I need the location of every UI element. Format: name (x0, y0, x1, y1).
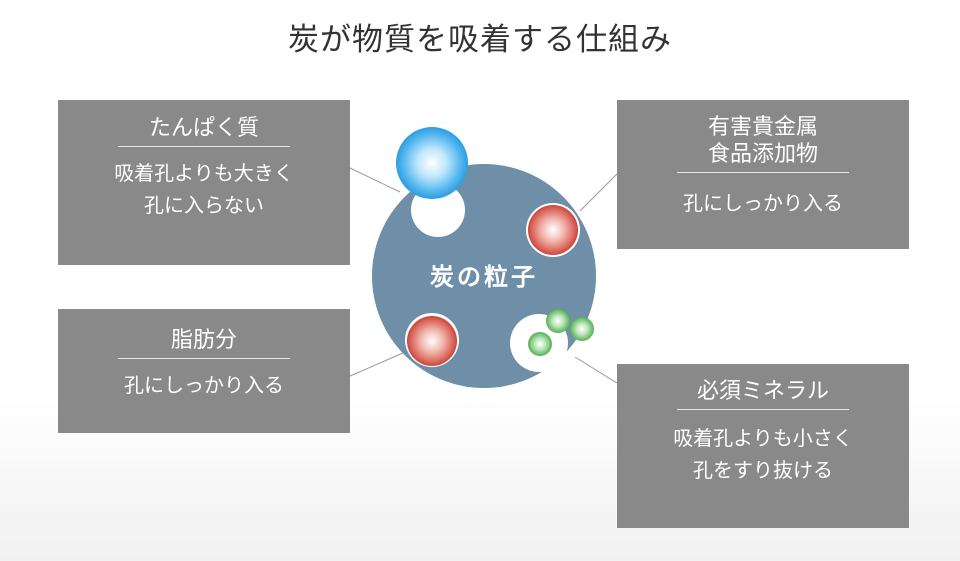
fat-ball (407, 316, 457, 366)
divider (118, 358, 290, 359)
divider (118, 146, 290, 147)
mineral-ball (570, 317, 594, 341)
connector-protein (349, 167, 401, 193)
harmful-ball (528, 205, 578, 255)
protein-ball (396, 127, 468, 199)
description-line: 孔に入らない (144, 193, 264, 217)
carbon-particle-label: 炭の粒子 (430, 263, 538, 291)
connector-harmful (579, 173, 618, 212)
description-line: 吸着孔よりも小さく (673, 426, 853, 450)
fat-box: 脂肪分 孔にしっかり入る (58, 309, 350, 433)
connector-fat (349, 352, 404, 377)
connector-mineral (574, 356, 618, 384)
divider (677, 409, 849, 410)
divider (677, 172, 849, 173)
mineral-ball (528, 332, 552, 356)
description-line: 孔にしっかり入る (124, 373, 284, 397)
description-line: 孔にしっかり入る (683, 191, 843, 215)
fat-description: 孔にしっかり入る (58, 369, 350, 401)
harmful-substances-box: 有害貴金属 食品添加物 孔にしっかり入る (617, 100, 909, 249)
page-title: 炭が物質を吸着する仕組み (288, 22, 672, 58)
heading-line: 有害貴金属 (707, 115, 818, 140)
protein-heading: たんぱく質 (148, 116, 259, 141)
description-line: 吸着孔よりも大きく (114, 161, 294, 185)
description-line: 孔をすり抜ける (693, 458, 833, 482)
fat-heading: 脂肪分 (170, 328, 237, 353)
harmful-heading: 有害貴金属 食品添加物 (617, 114, 909, 168)
harmful-description: 孔にしっかり入る (617, 187, 909, 219)
mineral-box: 必須ミネラル 吸着孔よりも小さく 孔をすり抜ける (617, 364, 909, 528)
mineral-description: 吸着孔よりも小さく 孔をすり抜ける (617, 422, 909, 486)
heading-line: 食品添加物 (707, 142, 818, 167)
protein-description: 吸着孔よりも大きく 孔に入らない (58, 157, 350, 221)
protein-box: たんぱく質 吸着孔よりも大きく 孔に入らない (58, 100, 350, 265)
mineral-heading: 必須ミネラル (696, 379, 829, 404)
mineral-ball (546, 309, 570, 333)
